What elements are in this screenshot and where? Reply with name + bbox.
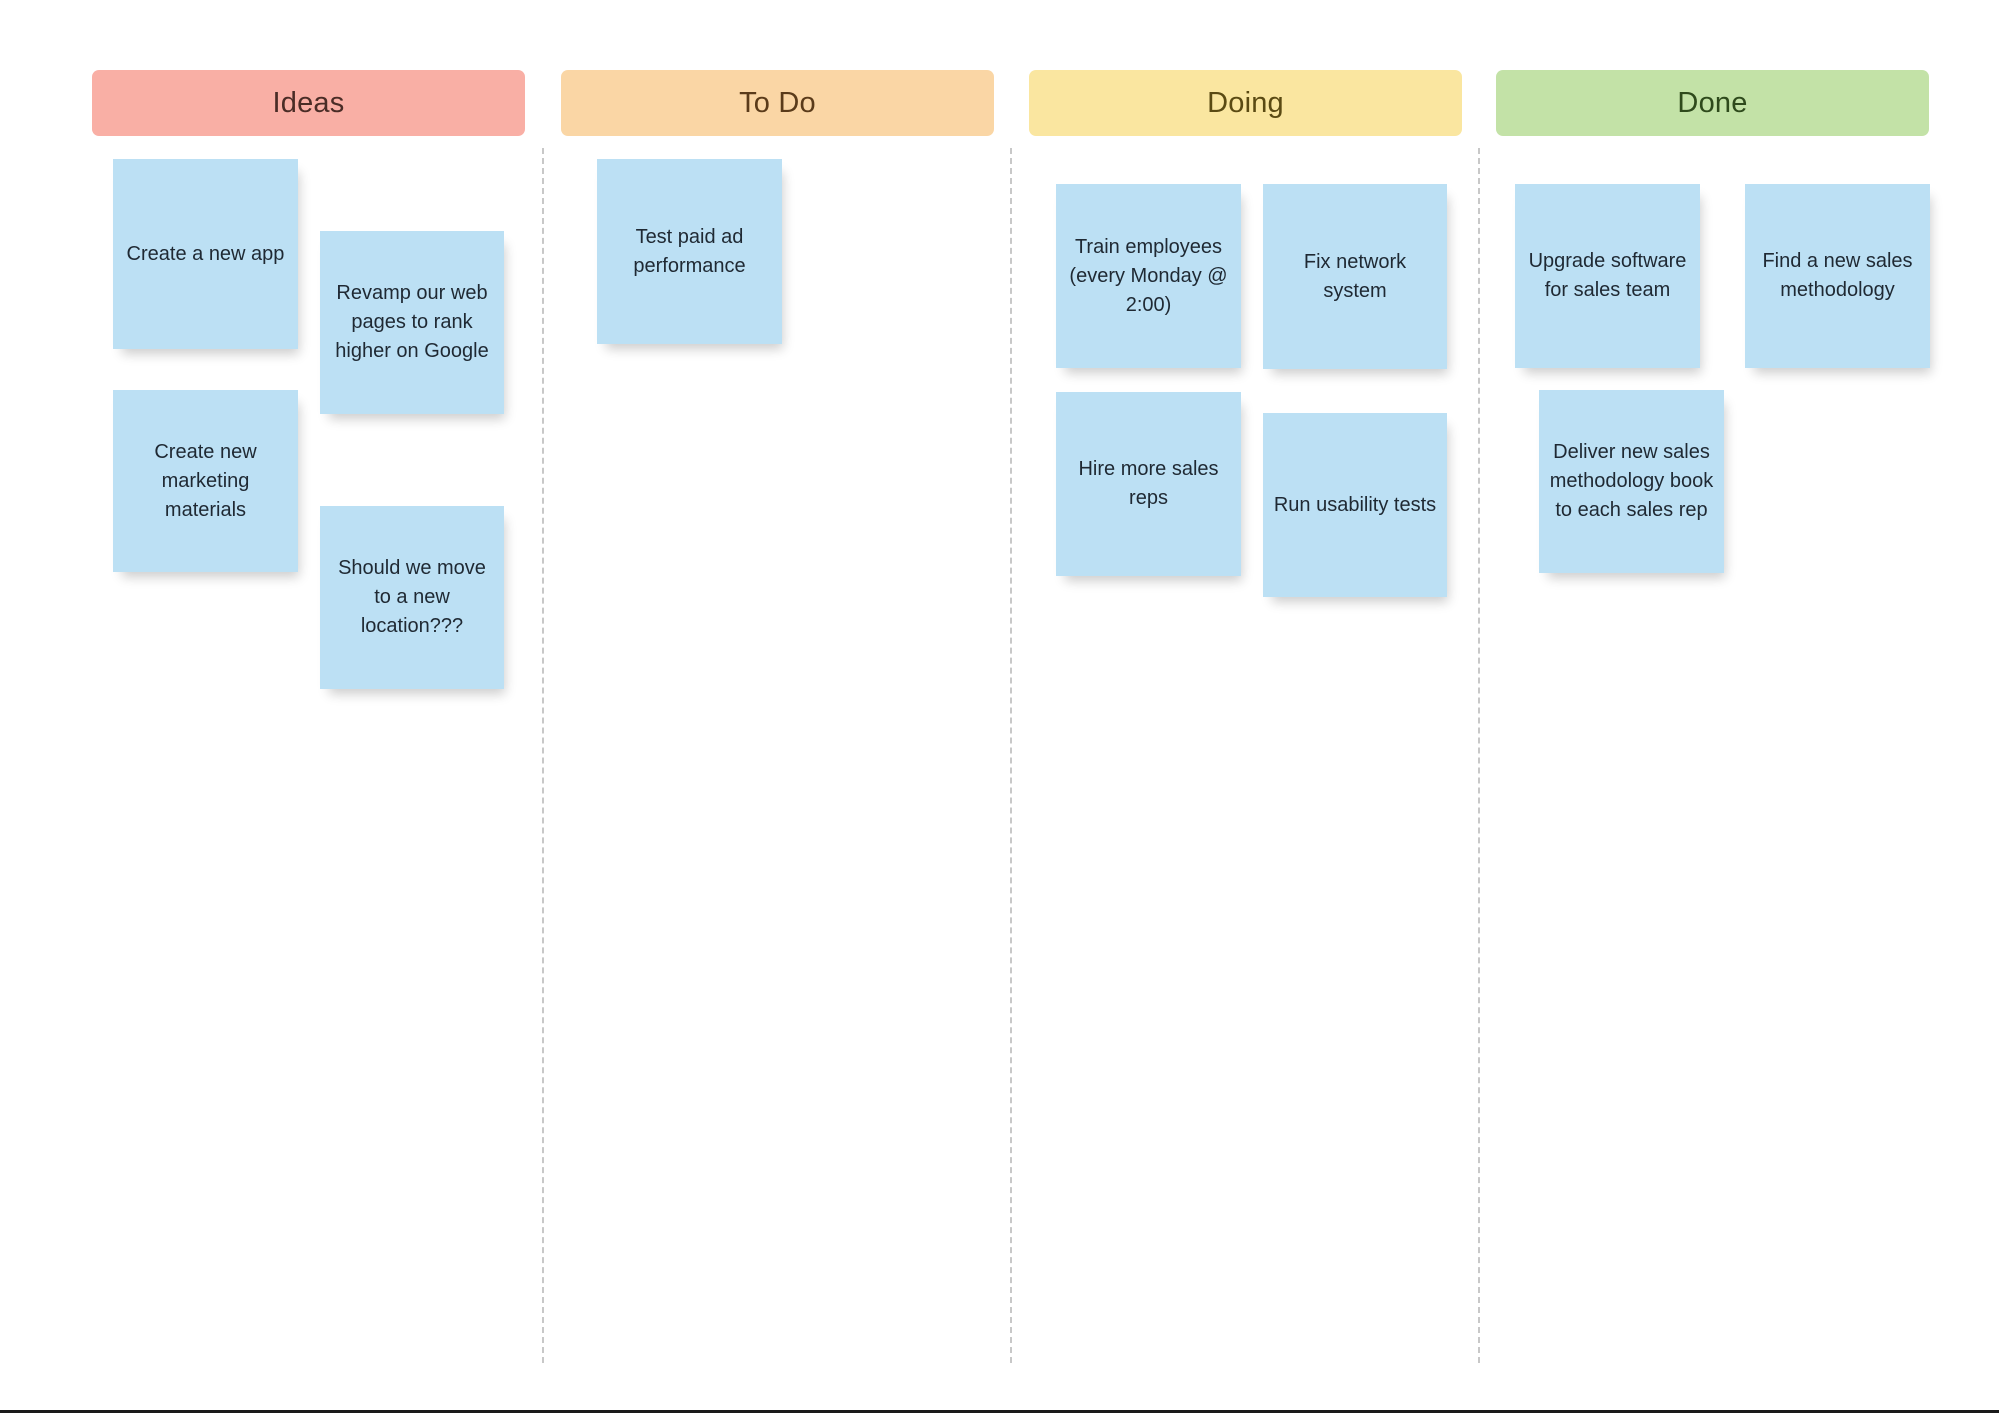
column-header-done[interactable]: Done — [1496, 70, 1929, 136]
column-title-todo: To Do — [739, 86, 816, 119]
sticky-note-text: Revamp our web pages to rank higher on G… — [335, 282, 489, 362]
column-header-doing[interactable]: Doing — [1029, 70, 1462, 136]
sticky-note-text: Create a new app — [126, 242, 285, 265]
sticky-note-text: Run usability tests — [1273, 493, 1437, 516]
sticky-note-text: Find a new sales methodology — [1762, 250, 1913, 301]
sticky-note[interactable]: Find a new sales methodology — [1745, 184, 1930, 368]
sticky-note[interactable]: Revamp our web pages to rank higher on G… — [320, 231, 504, 414]
column-divider-1 — [542, 148, 544, 1363]
sticky-note[interactable]: Fix network system — [1263, 184, 1447, 369]
column-divider-3 — [1478, 148, 1480, 1363]
sticky-note-text: Upgrade software for sales team — [1528, 250, 1687, 301]
sticky-note[interactable]: Upgrade software for sales team — [1515, 184, 1700, 368]
column-title-done: Done — [1677, 86, 1748, 119]
column-divider-2 — [1010, 148, 1012, 1363]
sticky-note[interactable]: Train employees (every Monday @ 2:00) — [1056, 184, 1241, 368]
column-title-ideas: Ideas — [272, 86, 345, 119]
sticky-note[interactable]: Should we move to a new location??? — [320, 506, 504, 689]
sticky-note[interactable]: Hire more sales reps — [1056, 392, 1241, 576]
sticky-note[interactable]: Create a new app — [113, 159, 298, 349]
sticky-note-text: Train employees (every Monday @ 2:00) — [1069, 235, 1228, 316]
sticky-note[interactable]: Run usability tests — [1263, 413, 1447, 597]
sticky-note-text: Create new marketing materials — [154, 440, 257, 521]
sticky-note-text: Hire more sales reps — [1078, 458, 1219, 509]
sticky-note-text: Fix network system — [1303, 250, 1407, 302]
column-header-ideas[interactable]: Ideas — [92, 70, 525, 136]
sticky-note-text: Test paid ad performance — [633, 225, 746, 277]
column-title-doing: Doing — [1207, 86, 1284, 119]
sticky-note[interactable]: Create new marketing materials — [113, 390, 298, 572]
sticky-note-text: Deliver new sales methodology book to ea… — [1549, 441, 1714, 521]
column-header-todo[interactable]: To Do — [561, 70, 994, 136]
sticky-note[interactable]: Test paid ad performance — [597, 159, 782, 344]
sticky-note[interactable]: Deliver new sales methodology book to ea… — [1539, 390, 1724, 573]
sticky-note-text: Should we move to a new location??? — [338, 557, 486, 637]
